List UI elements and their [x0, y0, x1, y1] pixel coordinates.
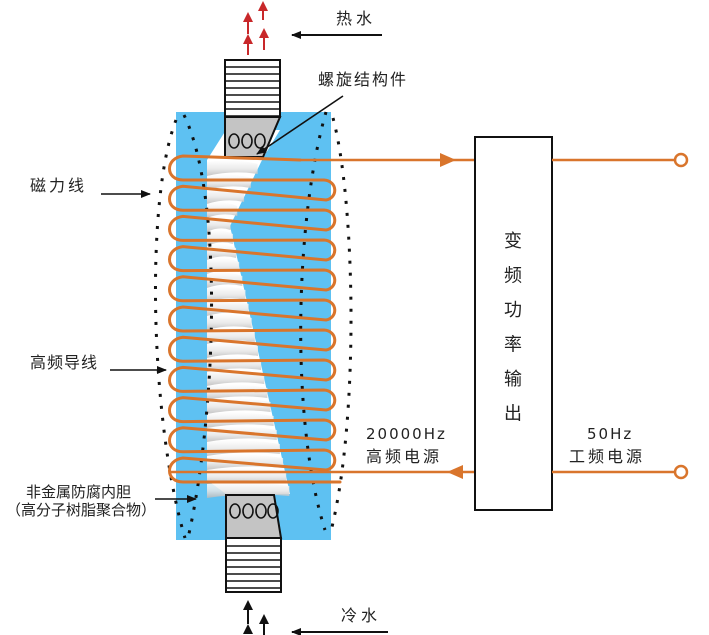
inner-liner-material-label: （高分子树脂聚合物） — [6, 501, 156, 519]
high-frequency-coil — [168, 154, 342, 484]
bottom-fitting — [225, 494, 283, 593]
hot-water-arrows-icon — [243, 1, 269, 55]
inner-liner-label: 非金属防腐内胆 — [26, 483, 131, 501]
lf-power-label: 工频电源 — [569, 447, 645, 466]
spiral-ridge — [207, 314, 252, 330]
hf-wire-label: 高频导线 — [30, 353, 98, 372]
converter-char: 频 — [504, 266, 522, 287]
spiral-ridge — [207, 342, 258, 358]
hf-out-arrow-icon — [440, 153, 456, 167]
converter-char: 功 — [504, 300, 522, 321]
hf-return-arrow-icon — [447, 465, 463, 479]
magnetic-lines-label: 磁力线 — [30, 176, 87, 195]
lf-frequency-label: 50Hz — [587, 425, 633, 443]
spiral-ridge — [207, 174, 251, 190]
cold-water-arrows-icon — [243, 600, 269, 635]
terminal-top-icon[interactable] — [673, 152, 689, 168]
converter-char: 变 — [504, 231, 522, 252]
converter-char: 率 — [504, 335, 522, 356]
converter-char: 出 — [504, 404, 522, 425]
frequency-converter-box — [474, 136, 553, 511]
spiral-pointer — [256, 95, 344, 155]
spiral-ridge — [207, 230, 233, 246]
terminal-bottom-icon[interactable] — [673, 464, 689, 480]
hf-frequency-label: 20000Hz — [366, 425, 447, 443]
spiral-ridge — [207, 160, 258, 176]
spiral-structure-label: 螺旋结构件 — [318, 70, 408, 89]
hf-power-label: 高频电源 — [366, 447, 442, 466]
cold-water-label: 冷水 — [341, 606, 381, 625]
spiral-ridge — [207, 286, 246, 302]
converter-char: 输 — [504, 369, 522, 390]
hot-water-label: 热水 — [336, 9, 376, 28]
